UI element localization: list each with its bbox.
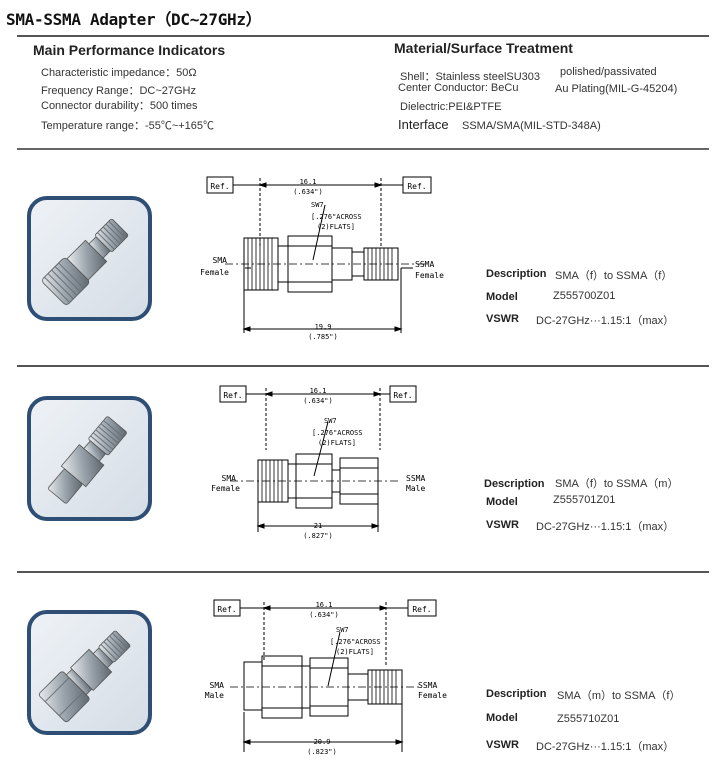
product-divider-1 [17,365,709,367]
sw-note-2: (2)FLATS] [318,439,356,447]
technical-drawing-1: 16.1 (.634") Ref. Ref. SW7 [.276"ACROSS … [200,176,444,341]
description-label: Description [486,268,547,280]
sw-label: SW7 [336,626,349,634]
model-label: Model [486,496,518,508]
ref-label-right: Ref. [393,391,412,400]
left-connector-type: SMA [213,256,228,265]
temperature-spec: Temperature range：-55℃~+165℃ [41,120,215,132]
model-value: Z555701Z01 [553,494,616,506]
product-divider-2 [17,571,709,573]
top-dimension: 16.1 [316,601,333,609]
bottom-dimension: 21 [314,522,322,530]
impedance-spec: Characteristic impedance：50Ω [41,67,197,79]
sw-note-2: (2)FLATS] [317,223,355,231]
vswr-value: DC-27GHz···1.15:1（max） [536,521,675,533]
top-dimension: 16.1 [300,178,317,186]
ref-label-right: Ref. [412,605,431,614]
left-connector-gender: Male [205,691,224,700]
bottom-dimension-inch: (.785") [308,333,338,341]
ref-label-left: Ref. [210,182,229,191]
vswr-label: VSWR [486,739,519,751]
model-value: Z555710Z01 [557,713,620,725]
center-conductor-finish: Au Plating(MIL-G-45204) [555,83,678,95]
bottom-dimension: 19.9 [315,323,332,331]
model-label: Model [486,712,518,724]
top-dimension-inch: (.634") [309,611,339,619]
right-connector-type: SSMA [415,260,434,269]
adapter-photo-icon [42,218,129,305]
center-conductor-spec: Center Conductor: BeCu [398,82,519,94]
model-label: Model [486,291,518,303]
left-connector-gender: Female [200,268,229,277]
sw-note-1: [.276"ACROSS [330,638,381,646]
frequency-spec: Frequency Range：DC~27GHz [41,85,196,97]
technical-drawing-2: 16.1 (.634") Ref. Ref. SW7 [.276"ACROSS … [211,385,425,540]
right-connector-gender: Female [418,691,447,700]
vswr-label: VSWR [486,313,519,325]
adapter-photo-icon [48,416,127,504]
model-value: Z555700Z01 [553,290,616,302]
sw-note-1: [.276"ACROSS [311,213,362,221]
adapter-photo-icon [38,630,131,723]
shell-spec: Shell：Stainless steelSU303 [400,71,541,83]
right-connector-gender: Female [415,271,444,280]
top-dimension-inch: (.634") [293,188,323,196]
right-connector-type: SSMA [406,474,425,483]
right-connector-gender: Male [406,484,425,493]
shell-finish: polished/passivated [560,66,657,78]
right-connector-type: SSMA [418,681,437,690]
performance-heading: Main Performance Indicators [33,42,226,58]
left-connector-type: SMA [222,474,237,483]
product-photo-3 [27,610,152,735]
vswr-value: DC-27GHz···1.15:1（max） [536,741,675,753]
ref-label-left: Ref. [223,391,242,400]
page-title: SMA-SSMA Adapter（DC~27GHz） [6,10,262,29]
product-photo-1 [27,196,152,321]
description-value: SMA（m）to SSMA（f） [557,690,681,702]
left-connector-gender: Female [211,484,240,493]
dielectric-spec: Dielectric:PEI&PTFE [400,101,502,113]
left-connector-type: SMA [210,681,225,690]
bottom-dimension-inch: (.823") [307,748,337,756]
interface-label: Interface [398,117,449,132]
title-divider [17,35,709,37]
sw-label: SW7 [324,417,337,425]
description-value: SMA（f）to SSMA（m） [555,478,679,490]
ref-label-right: Ref. [407,182,426,191]
technical-drawing-3: 16.1 (.634") Ref. Ref. SW7 [.276"ACROSS … [205,599,447,756]
vswr-value: DC-27GHz···1.15:1（max） [536,315,675,327]
bottom-dimension-inch: (.827") [303,532,333,540]
durability-spec: Connector durability：500 times [41,100,198,112]
sw-label: SW7 [311,201,324,209]
product-photo-2 [27,396,152,521]
interface-value: SSMA/SMA(MIL-STD-348A) [462,120,601,132]
description-label: Description [484,478,545,490]
ref-label-left: Ref. [217,605,236,614]
spec-divider [17,148,709,150]
material-heading: Material/Surface Treatment [394,40,573,56]
sw-note-1: [.276"ACROSS [312,429,363,437]
description-label: Description [486,688,547,700]
sw-note-2: (2)FLATS] [336,648,374,656]
vswr-label: VSWR [486,519,519,531]
top-dimension-inch: (.634") [303,397,333,405]
description-value: SMA（f）to SSMA（f） [555,270,673,282]
bottom-dimension: 20.9 [314,738,331,746]
top-dimension: 16.1 [310,387,327,395]
